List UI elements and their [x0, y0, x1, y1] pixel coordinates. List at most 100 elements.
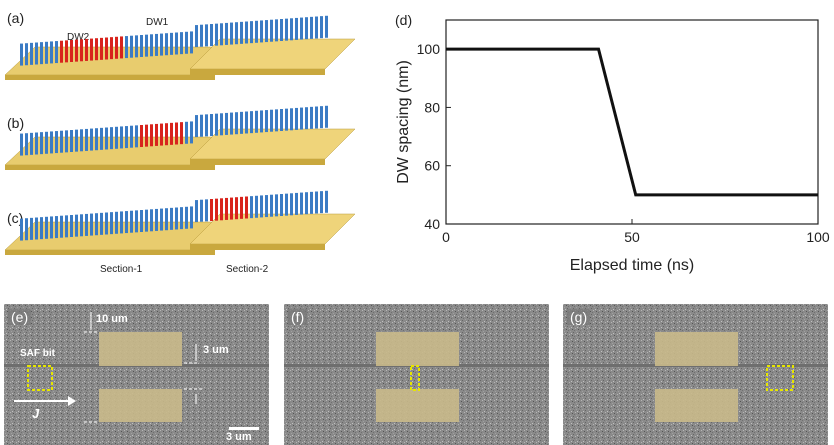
- spin-marker: [195, 200, 198, 223]
- spin-marker: [185, 206, 188, 229]
- spin-marker: [170, 122, 173, 145]
- wire-row-1: [4, 105, 356, 170]
- spin-marker: [135, 125, 138, 148]
- spin-marker: [235, 197, 238, 220]
- spin-marker: [190, 206, 193, 229]
- spin-marker: [325, 105, 328, 128]
- spin-marker: [215, 23, 218, 46]
- gap-label: 3 um: [203, 344, 229, 356]
- spin-marker: [165, 123, 168, 146]
- spin-marker: [40, 132, 43, 155]
- spin-marker: [195, 25, 198, 48]
- chart-xlabel: Elapsed time (ns): [570, 257, 695, 274]
- sem-image-f: [284, 304, 549, 445]
- spin-marker: [110, 127, 113, 150]
- spin-marker: [265, 195, 268, 218]
- spin-marker: [205, 114, 208, 137]
- spin-marker: [220, 113, 223, 136]
- spin-marker: [150, 124, 153, 147]
- spin-marker: [140, 125, 143, 147]
- spin-marker: [280, 194, 283, 216]
- spin-marker: [95, 128, 98, 151]
- spin-marker: [285, 193, 288, 216]
- spin-marker: [105, 127, 108, 150]
- spin-marker: [250, 196, 253, 219]
- spin-marker: [20, 218, 23, 241]
- spin-marker: [115, 36, 118, 59]
- spin-marker: [100, 37, 103, 60]
- spin-marker: [80, 129, 83, 152]
- spin-marker: [175, 207, 178, 230]
- spin-marker: [240, 21, 243, 44]
- chart-ylabel: DW spacing (nm): [395, 60, 412, 184]
- spin-marker: [55, 131, 58, 154]
- spin-marker: [310, 106, 313, 129]
- spin-marker: [300, 192, 303, 215]
- spin-marker: [250, 21, 253, 44]
- spin-marker: [305, 107, 308, 130]
- spin-marker: [225, 112, 228, 135]
- spin-marker: [120, 36, 123, 59]
- y-tick-label: 80: [424, 99, 440, 115]
- spin-marker: [215, 113, 218, 136]
- spin-marker: [35, 132, 38, 155]
- spin-marker: [145, 209, 148, 232]
- spin-marker: [50, 131, 53, 154]
- spin-marker: [160, 123, 163, 146]
- spin-marker: [45, 131, 48, 154]
- spin-marker: [130, 125, 133, 148]
- spin-marker: [290, 18, 293, 41]
- spin-marker: [105, 37, 108, 60]
- spin-marker: [270, 194, 273, 217]
- sem-image-g: [563, 304, 828, 445]
- sem-panel-e: (e) 10 um 3 um SAF bit J 3 um: [4, 304, 269, 445]
- spin-marker: [300, 17, 303, 40]
- spin-marker: [70, 215, 73, 237]
- spin-marker: [40, 217, 43, 240]
- spin-marker: [285, 18, 288, 41]
- spin-marker: [205, 199, 208, 222]
- spin-marker: [295, 17, 298, 40]
- spin-marker: [35, 42, 38, 65]
- spin-marker: [240, 111, 243, 134]
- panel-label-d: (d): [395, 12, 413, 28]
- panel-label-g: (g): [567, 309, 591, 325]
- sem-panel-g: (g): [563, 304, 828, 445]
- panel-label-f: (f): [288, 309, 308, 325]
- spin-marker: [20, 43, 23, 66]
- spin-marker: [180, 207, 183, 230]
- spin-marker: [185, 121, 188, 144]
- spin-marker: [45, 216, 48, 239]
- spin-marker: [30, 217, 33, 240]
- spin-marker: [260, 20, 263, 43]
- spin-marker: [100, 127, 103, 150]
- spin-marker: [270, 109, 273, 132]
- spin-marker: [255, 20, 258, 43]
- spin-marker: [225, 22, 228, 45]
- spin-marker: [225, 197, 228, 220]
- spin-marker: [310, 16, 313, 39]
- spin-marker: [265, 110, 268, 133]
- spin-marker: [170, 207, 173, 230]
- spin-marker: [55, 216, 58, 239]
- spin-marker: [205, 24, 208, 47]
- spin-marker: [65, 215, 68, 238]
- spin-marker: [95, 213, 98, 236]
- spin-marker: [320, 191, 323, 214]
- scale-bar-label: 3 um: [226, 431, 252, 443]
- spin-marker: [315, 191, 318, 214]
- spin-marker: [230, 112, 233, 135]
- spin-marker: [320, 106, 323, 129]
- spin-marker: [215, 198, 218, 221]
- spin-marker: [170, 32, 173, 55]
- spin-marker: [270, 19, 273, 42]
- spin-marker: [135, 210, 138, 233]
- spin-marker: [200, 24, 203, 47]
- spin-marker: [30, 42, 33, 65]
- spin-marker: [25, 218, 28, 241]
- spin-marker: [285, 108, 288, 131]
- spin-marker: [25, 43, 28, 66]
- spin-marker: [175, 122, 178, 145]
- spin-marker: [85, 128, 88, 151]
- spin-marker: [235, 112, 238, 135]
